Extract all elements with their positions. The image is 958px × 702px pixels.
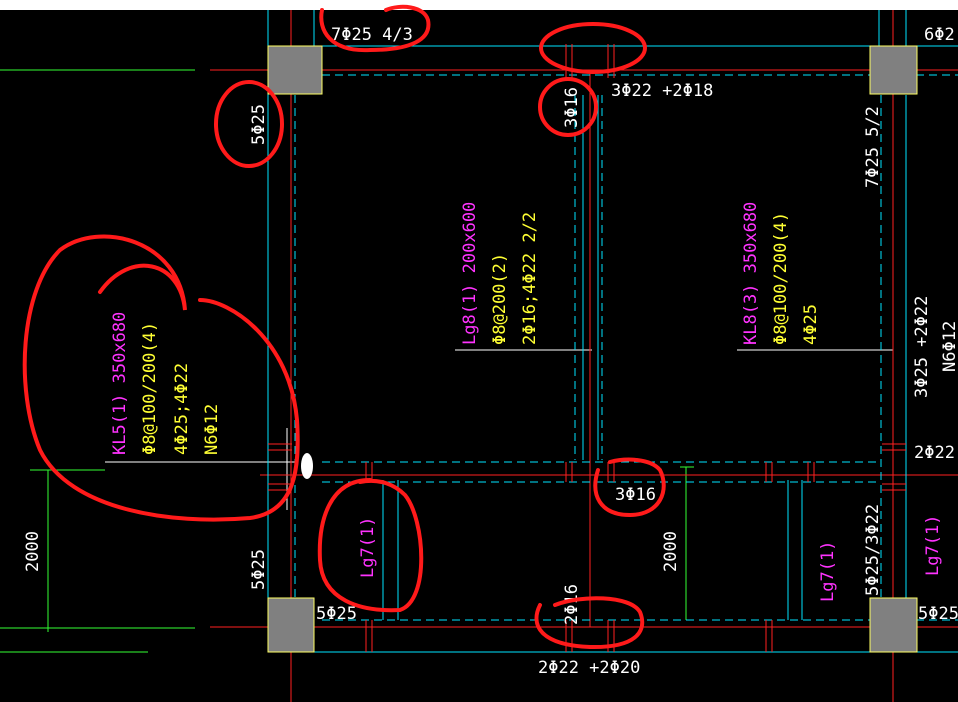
label-right-2phi22[interactable]: 2Φ22 (914, 443, 955, 463)
column-bottom-left[interactable] (267, 597, 315, 653)
title-bar (0, 0, 958, 10)
column-top-left[interactable] (267, 45, 323, 95)
leader-lines (105, 349, 893, 510)
kl5-stirrup: Φ8@100/200(4) (140, 322, 160, 455)
markup-circle-center-3phi16 (593, 457, 666, 518)
markup-circle-5phi25-upper (214, 80, 284, 168)
beam-dashed-lines (294, 74, 958, 621)
rebar-ticks (268, 44, 906, 652)
dimension-lines (0, 69, 694, 653)
markup-circles (22, 4, 666, 650)
lg7-mid-label[interactable]: Lg7(1) (818, 541, 838, 602)
column-top-right[interactable] (869, 45, 918, 95)
label-left-5phi25-lower[interactable]: 5Φ25 (249, 549, 269, 590)
beam-annotation-lg8[interactable]: Lg8(1) 200x600 Φ8@200(2) 2Φ16;4Φ22 2/2 (460, 202, 540, 345)
label-top-left-rebar[interactable]: 7Φ25 4/3 (331, 25, 413, 45)
kl8-stirrup: Φ8@100/200(4) (771, 212, 791, 345)
label-right-n6[interactable]: N6Φ12 (940, 321, 958, 372)
lg8-stirrup: Φ8@200(2) (490, 253, 510, 345)
lg8-name: Lg8(1) 200x600 (460, 202, 480, 345)
label-top-mid-3phi16[interactable]: 3Φ16 (562, 87, 582, 128)
markup-circle-lg7 (317, 478, 424, 613)
lg8-bars: 2Φ16;4Φ22 2/2 (520, 212, 540, 345)
kl5-name: KL5(1) 350x680 (110, 312, 130, 455)
label-bottom-2phi16[interactable]: 2Φ16 (562, 584, 582, 625)
markup-circle-top-mid (539, 22, 647, 74)
markup-circle-3phi16-top (538, 77, 598, 137)
lg7-right-label[interactable]: Lg7(1) (923, 515, 943, 576)
dimension-mid[interactable]: 2000 (661, 531, 681, 572)
kl8-bars: 4Φ25 (801, 304, 821, 345)
beam-annotation-kl8[interactable]: KL8(3) 350x680 Φ8@100/200(4) 4Φ25 (741, 202, 821, 345)
label-center-3phi16[interactable]: 3Φ16 (615, 485, 656, 505)
dimension-left[interactable]: 2000 (23, 531, 43, 572)
label-right-5phi25-3phi22[interactable]: 5Φ25/3Φ22 (863, 504, 883, 596)
beam-annotation-kl5[interactable]: KL5(1) 350x680 Φ8@100/200(4) 4Φ25;4Φ22 N… (110, 312, 222, 455)
label-bottom-bar[interactable]: 2Φ22 +2Φ20 (538, 658, 640, 678)
label-right-3phi25[interactable]: 3Φ25 +2Φ22 (912, 296, 932, 398)
label-top-mid-bottom-bar[interactable]: 3Φ22 +2Φ18 (611, 81, 713, 101)
label-right-7phi25[interactable]: 7Φ25 5/2 (863, 106, 883, 188)
markup-circle-bottom-2phi16 (534, 596, 645, 650)
kl8-name: KL8(3) 350x680 (741, 202, 761, 345)
label-left-5phi25-upper[interactable]: 5Φ25 (249, 104, 269, 145)
label-top-right-rebar[interactable]: 6Φ2 (924, 25, 955, 45)
label-bottom-left-5phi25[interactable]: 5Φ25 (316, 604, 357, 624)
kl5-side-bars: N6Φ12 (202, 404, 222, 455)
beam-edges (267, 10, 958, 653)
kl5-top-bars: 4Φ25;4Φ22 (172, 363, 192, 455)
lg7-left-label[interactable]: Lg7(1) (358, 517, 378, 578)
columns (267, 45, 918, 653)
markup-circle-kl5 (22, 234, 300, 522)
cursor-marker (301, 453, 313, 479)
label-bottom-right-5phi25[interactable]: 5Φ25 (918, 604, 958, 624)
column-bottom-right[interactable] (869, 597, 918, 653)
markup-circle-top-left (319, 4, 431, 53)
